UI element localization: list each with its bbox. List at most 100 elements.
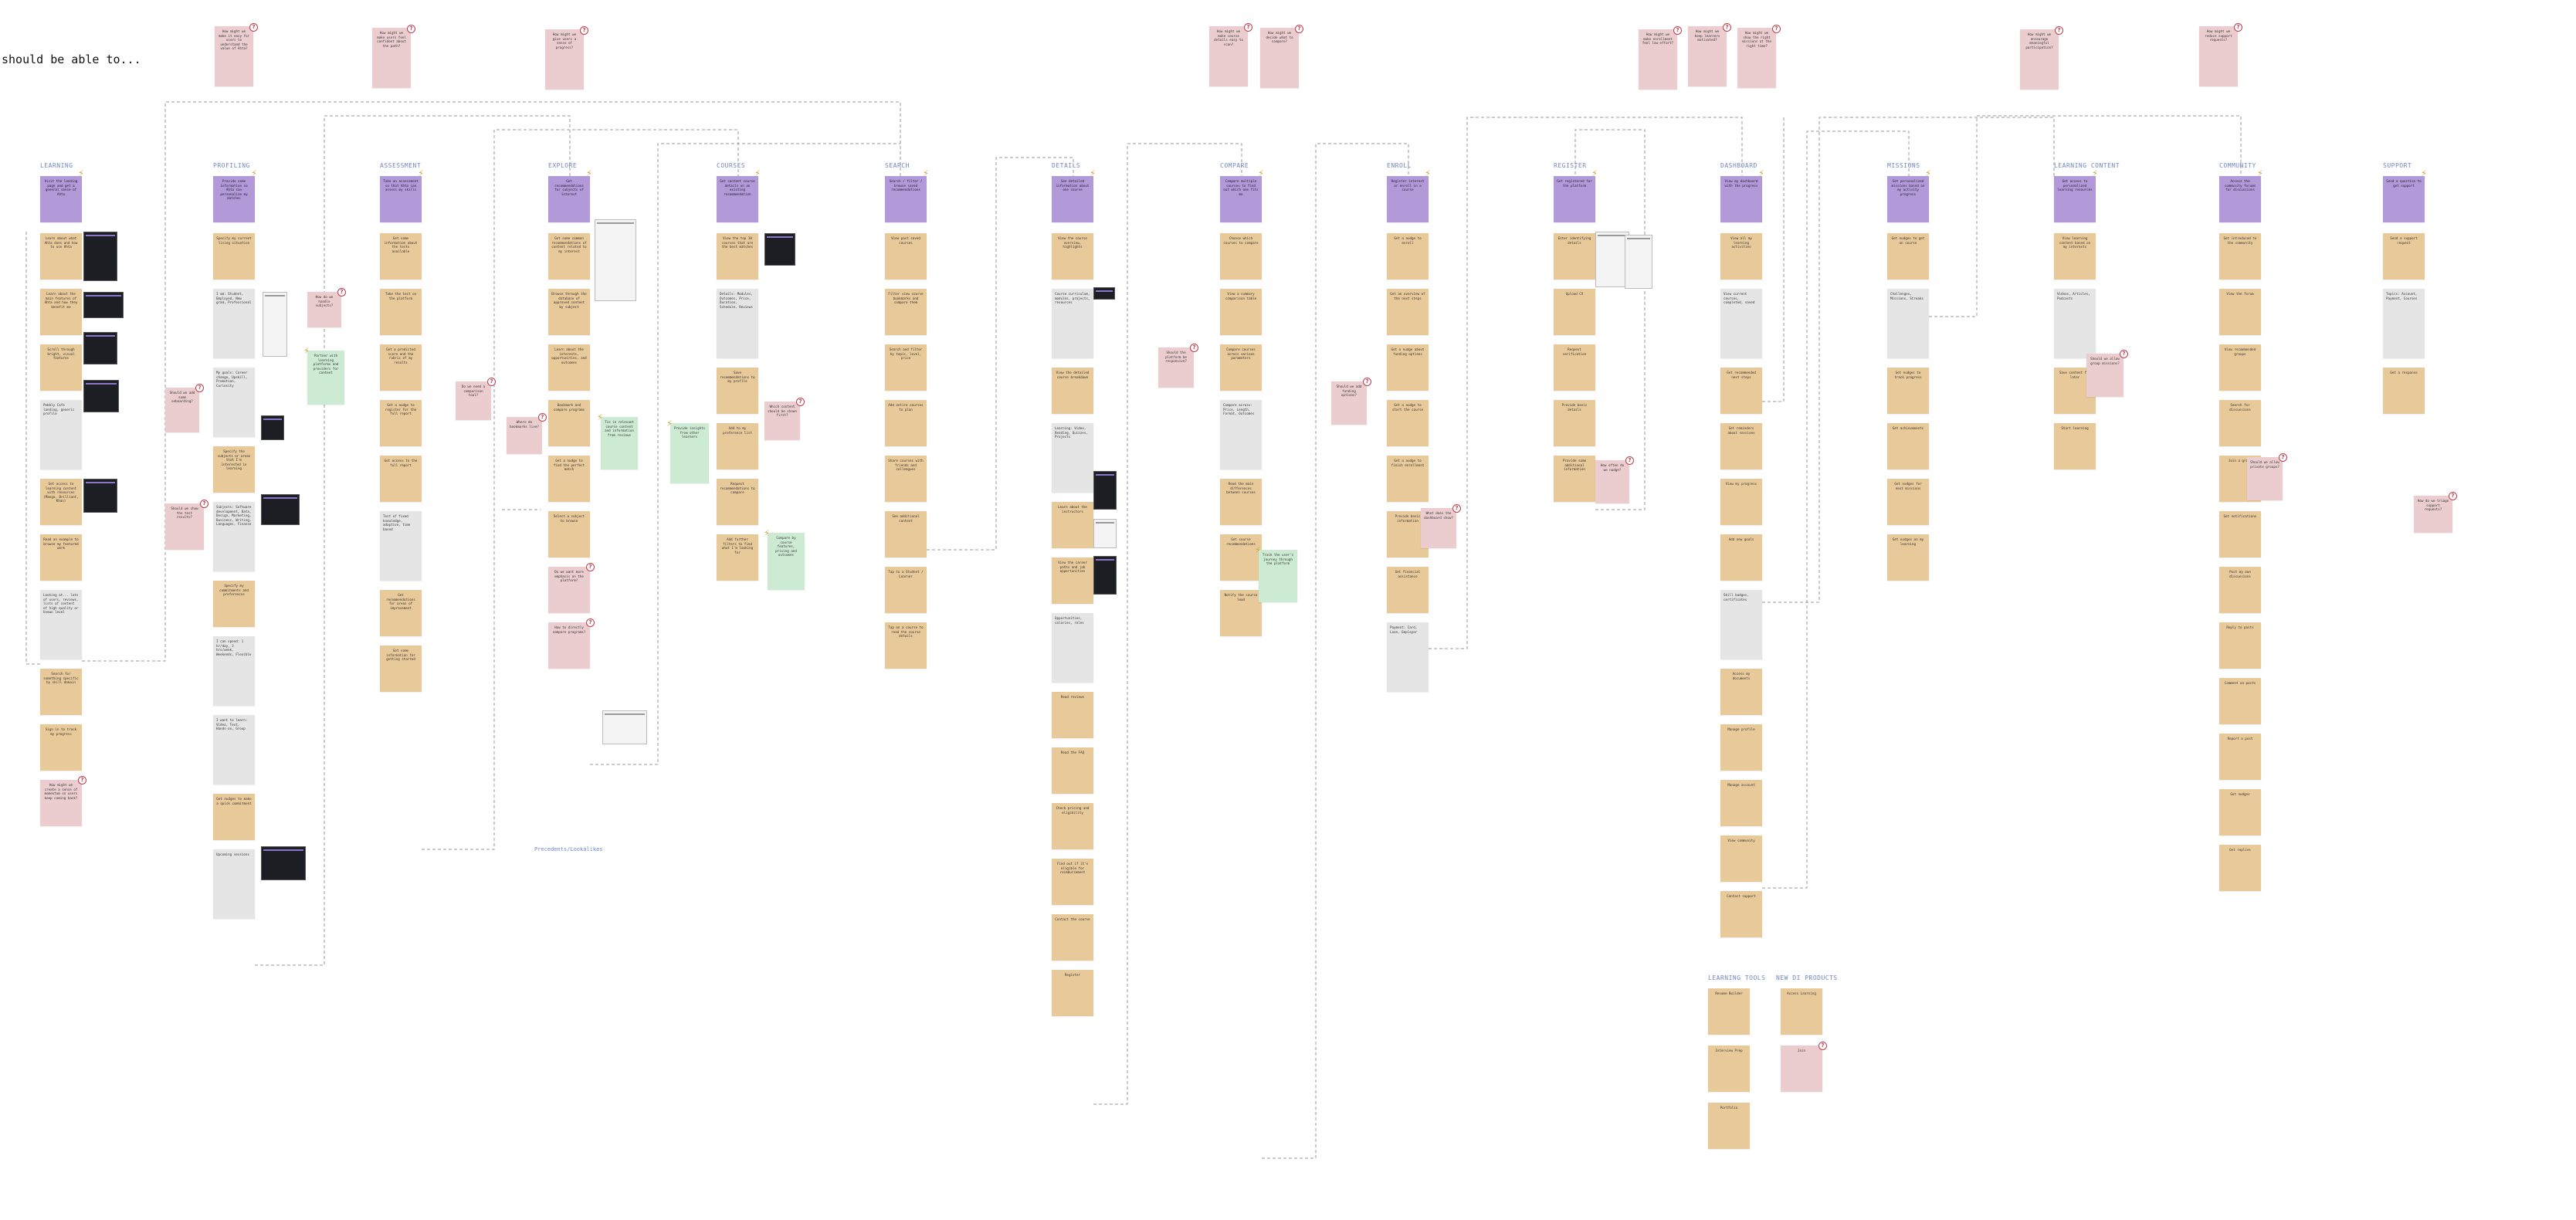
top-question-note: How might we reduce support requests?	[2199, 26, 2238, 86]
insight-note: Compare by course features, pricing and …	[768, 533, 805, 590]
column-label: DETAILS	[1052, 162, 1081, 169]
detail-note: Learning: Video, Reading, Quizzes, Proje…	[1052, 423, 1093, 493]
side-question-note: Do we need a comparison tool?	[456, 381, 491, 420]
detail-note: Subjects: Software development, Data, De…	[213, 502, 255, 571]
detail-note: Details: Modules, Outcomes, Price, Durat…	[717, 289, 758, 358]
lightning-icon: ⚡	[2257, 168, 2263, 178]
lead-note: Access the community forums for discussi…	[2219, 176, 2261, 222]
insight-note: Partner with learning platforms and prov…	[307, 351, 344, 405]
lightning-icon: ⚡	[2092, 168, 2098, 178]
step-note: Get recommendations for areas of improve…	[380, 590, 422, 636]
step-note: Save recommendations to my profile	[717, 368, 758, 414]
side-question-note: Where do bookmarks live?	[507, 417, 542, 454]
step-note: View a summary comparison table	[1220, 289, 1262, 335]
column-label: PROFILING	[213, 162, 250, 169]
side-question-note: Should we add funding options?	[1331, 381, 1367, 425]
step-note: Get a nudge to start the course	[1387, 400, 1429, 446]
screenshot-thumbnail	[261, 415, 284, 440]
screenshot-bar	[263, 419, 282, 420]
lightning-icon: ⚡	[754, 168, 761, 178]
step-note: View community	[1720, 835, 1762, 882]
step-note: Add new goals	[1720, 534, 1762, 581]
question-mark-icon: ?	[2279, 453, 2287, 462]
step-note: Get nudges for next missions	[1887, 479, 1929, 525]
question-mark-icon: ?	[2449, 492, 2457, 500]
screenshot-thumbnail	[83, 232, 117, 281]
step-note: View the course overview, highlights	[1052, 233, 1093, 280]
column-label: REGISTER	[1554, 162, 1587, 169]
step-note: Get a nudge to register for the full rep…	[380, 400, 422, 446]
screenshot-thumbnail	[83, 479, 117, 513]
step-note: Get achievements	[1887, 423, 1929, 469]
detail-note: Course curriculum, modules, projects, re…	[1052, 289, 1093, 358]
question-mark-icon: ?	[2055, 26, 2063, 35]
step-note: Read an example to browse my featured wo…	[40, 534, 82, 581]
connector-line	[25, 232, 40, 665]
lightning-icon: ⚡	[78, 168, 84, 178]
question-mark-icon: ?	[200, 500, 208, 508]
lightning-icon: ⚡	[1591, 168, 1598, 178]
step-note: Post my own discussions	[2219, 567, 2261, 613]
detail-note: Opportunities, salaries, roles	[1052, 613, 1093, 683]
screenshot-thumbnail	[83, 332, 117, 364]
product-note: Join	[1781, 1045, 1822, 1092]
screenshot-bar	[597, 222, 634, 224]
step-note: Specify my current living situation	[213, 233, 255, 280]
step-note: Access my documents	[1720, 669, 1762, 715]
step-note: Get nudges to make a quick commitment	[213, 794, 255, 840]
top-question-note: How might we show the right missions at …	[1737, 28, 1776, 88]
step-note: Share courses with friends and colleague…	[885, 456, 927, 502]
lightning-icon: ⚡	[1758, 168, 1764, 178]
step-note: Take the test on the platform	[380, 289, 422, 335]
step-note: Get an overview of the next steps	[1387, 289, 1429, 335]
detail-note: Skill badges, certificates	[1720, 590, 1762, 659]
lightning-icon: ⚡	[1090, 168, 1096, 178]
lead-note: Get recommendations for subjects of inte…	[548, 176, 590, 222]
question-note: Do we want more emphasis on the platform…	[548, 567, 590, 613]
side-question-note: Should the platform be responsive?	[1158, 347, 1194, 388]
screenshot-bar	[1096, 290, 1113, 292]
side-question-note: Which content should be shown first?	[764, 402, 800, 440]
lightning-icon: ⚡	[597, 412, 603, 422]
step-note: Get a predicted score and the rubric of …	[380, 344, 422, 391]
step-note: Get a nudge to find the perfect match	[548, 456, 590, 502]
products-label: NEW DI PRODUCTS	[1776, 974, 1838, 981]
insight-note: Provide insights from other learners	[670, 423, 709, 483]
step-note: Check pricing and eligibility	[1052, 803, 1093, 849]
step-note: Compare courses across various parameter…	[1220, 344, 1262, 391]
step-note: Reply to posts	[2219, 622, 2261, 669]
screenshot-thumbnail	[602, 710, 647, 744]
step-note: Get notifications	[2219, 511, 2261, 557]
tool-note: Interview Prep	[1708, 1045, 1750, 1092]
lightning-icon: ⚡	[1925, 168, 1931, 178]
step-note: Get some information about the tests ava…	[380, 233, 422, 280]
lead-note: Get access to personalized learning reso…	[2054, 176, 2096, 222]
column-label: ENROLL	[1387, 162, 1412, 169]
screenshot-thumbnail	[83, 292, 124, 318]
step-note: Get replies	[2219, 845, 2261, 891]
step-note: Read reviews	[1052, 692, 1093, 738]
step-note: View all my learning activities	[1720, 233, 1762, 280]
step-note: Start learning	[2054, 423, 2096, 469]
step-note: Notify the course lead	[1220, 590, 1262, 636]
step-note: Get course recommendations	[1220, 534, 1262, 581]
step-note: Read the FAQ	[1052, 747, 1093, 794]
step-note: Report a post	[2219, 734, 2261, 780]
detail-note: Topics: Account, Payment, Courses	[2383, 289, 2425, 358]
column-label: LEARNING	[40, 162, 73, 169]
lead-note: Get registered for the platform	[1554, 176, 1595, 222]
question-mark-icon: ?	[1295, 25, 1303, 33]
step-note: Learn about the interests, opportunities…	[548, 344, 590, 391]
connector-line	[1762, 116, 1785, 402]
screenshot-bar	[86, 295, 121, 297]
lightning-icon: ⚡	[418, 168, 424, 178]
screenshot-bar	[1598, 235, 1627, 236]
question-mark-icon: ?	[249, 23, 258, 32]
lightning-icon: ⚡	[666, 419, 673, 429]
tool-note: Resume Builder	[1708, 988, 1750, 1035]
question-mark-icon: ?	[580, 26, 588, 35]
lightning-icon: ⚡	[2421, 168, 2427, 178]
top-question-note: How might we make it easy for users to u…	[215, 26, 253, 86]
step-note: Get nudges to track progress	[1887, 368, 1929, 414]
step-note: View past saved courses	[885, 233, 927, 280]
